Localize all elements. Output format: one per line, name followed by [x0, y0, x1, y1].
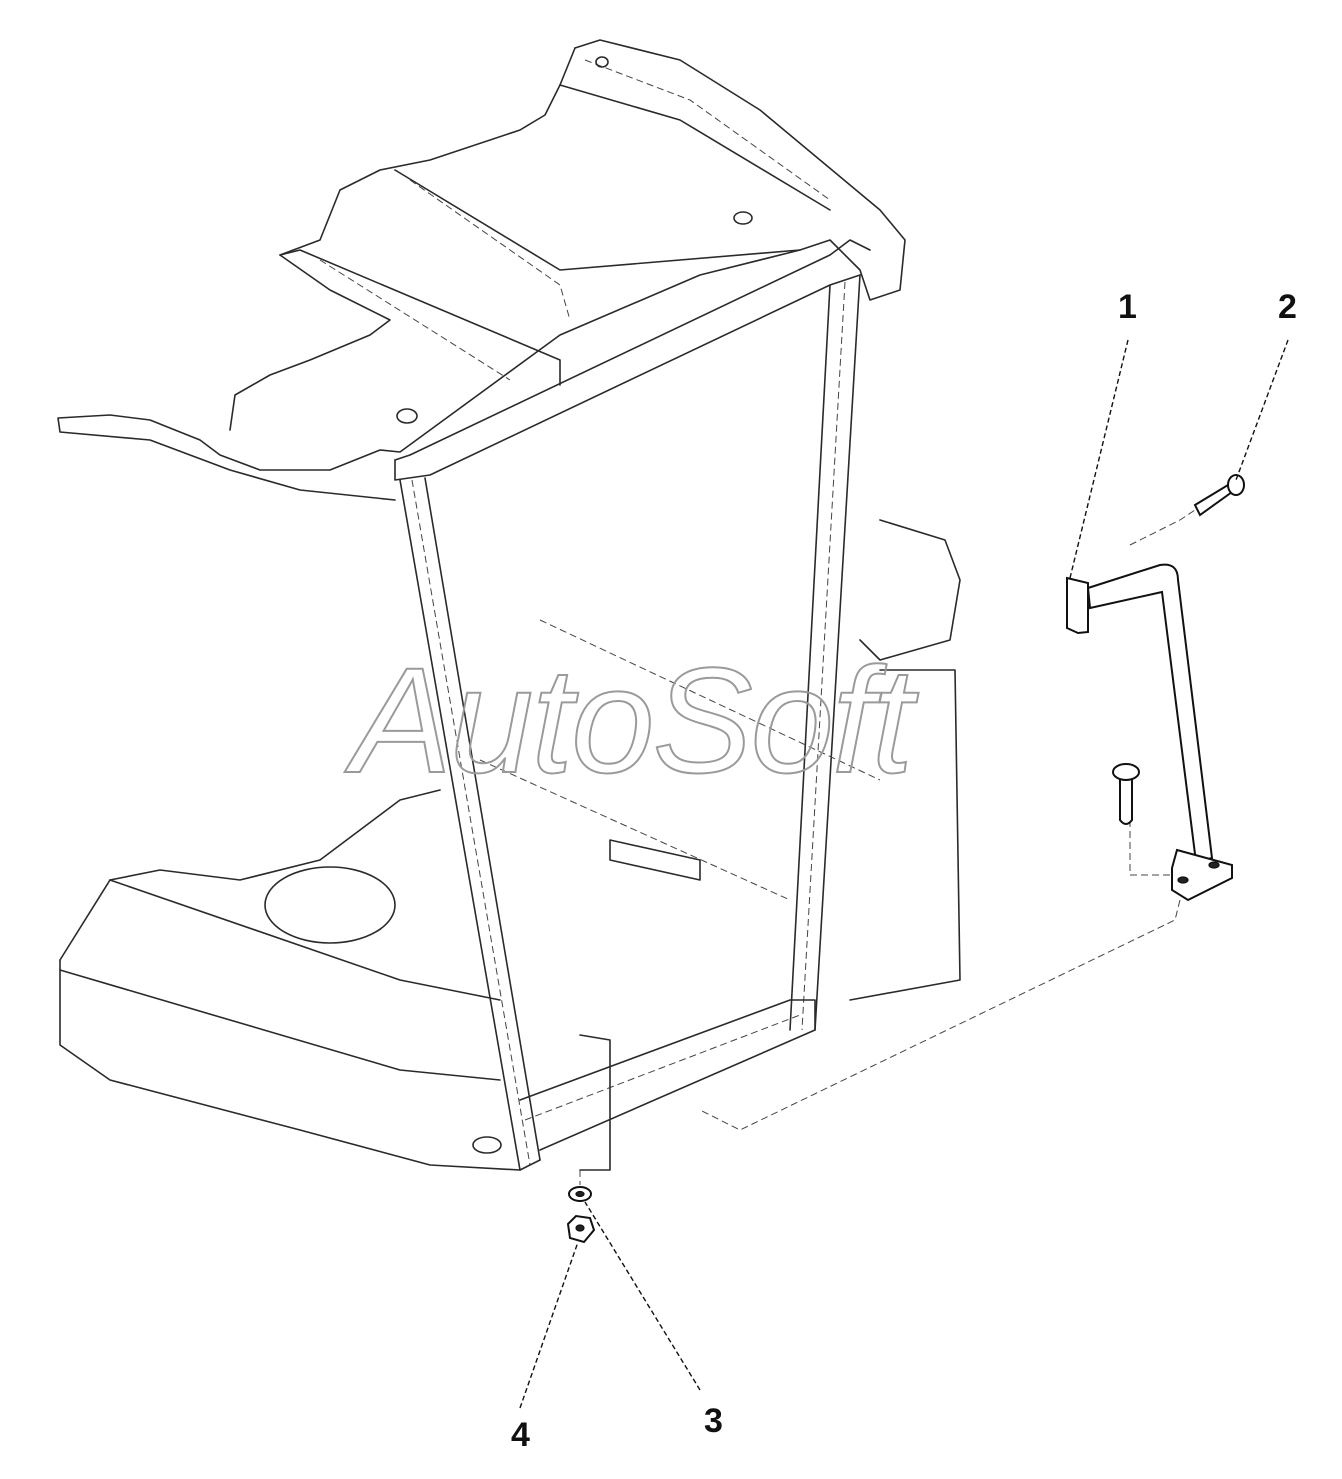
callout-2: 2: [1278, 288, 1297, 326]
cab-front-frame: [394, 239, 871, 1171]
cab-roof-panel: [57, 39, 906, 501]
assembly-guide-lines: [579, 509, 1196, 1185]
bolt-part: [1112, 763, 1140, 825]
callout-4: 4: [511, 1416, 530, 1454]
watermark-text: AutoSoft: [344, 636, 919, 804]
pin-bolt-part: [1193, 474, 1245, 517]
nut-part: [566, 1214, 596, 1244]
washer-part: [568, 1186, 592, 1202]
cab-floor-panel: [59, 519, 961, 1171]
callout-1: 1: [1118, 288, 1137, 326]
callout-3: 3: [704, 1402, 723, 1440]
callout-leaders: [519, 339, 1289, 1409]
handle-part: [1066, 563, 1233, 902]
